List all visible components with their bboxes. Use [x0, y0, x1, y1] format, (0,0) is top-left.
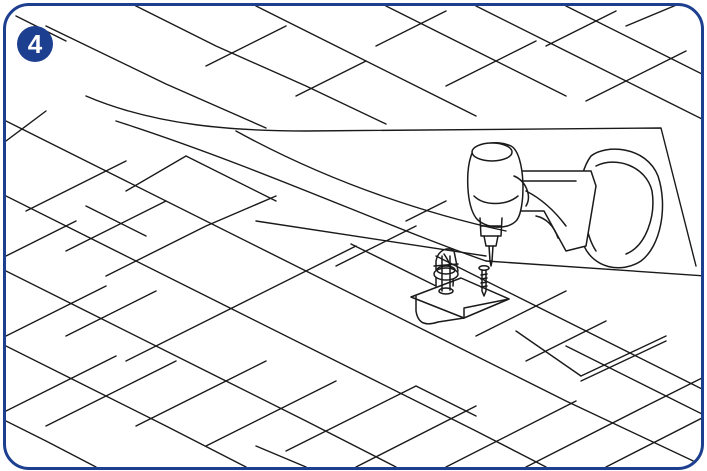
- perspective-guide-lines: [85, 95, 701, 277]
- shingle-cut-lines: [85, 155, 667, 467]
- roof-installation-illustration: [6, 6, 701, 467]
- lag-screw: [478, 265, 490, 297]
- shingle-tab-lines: [6, 6, 701, 467]
- step-number-badge: 4: [17, 26, 53, 62]
- cordless-drill-icon: [466, 142, 664, 269]
- step-panel-frame: 4: [3, 3, 704, 470]
- roof-mount-bracket: [410, 248, 510, 325]
